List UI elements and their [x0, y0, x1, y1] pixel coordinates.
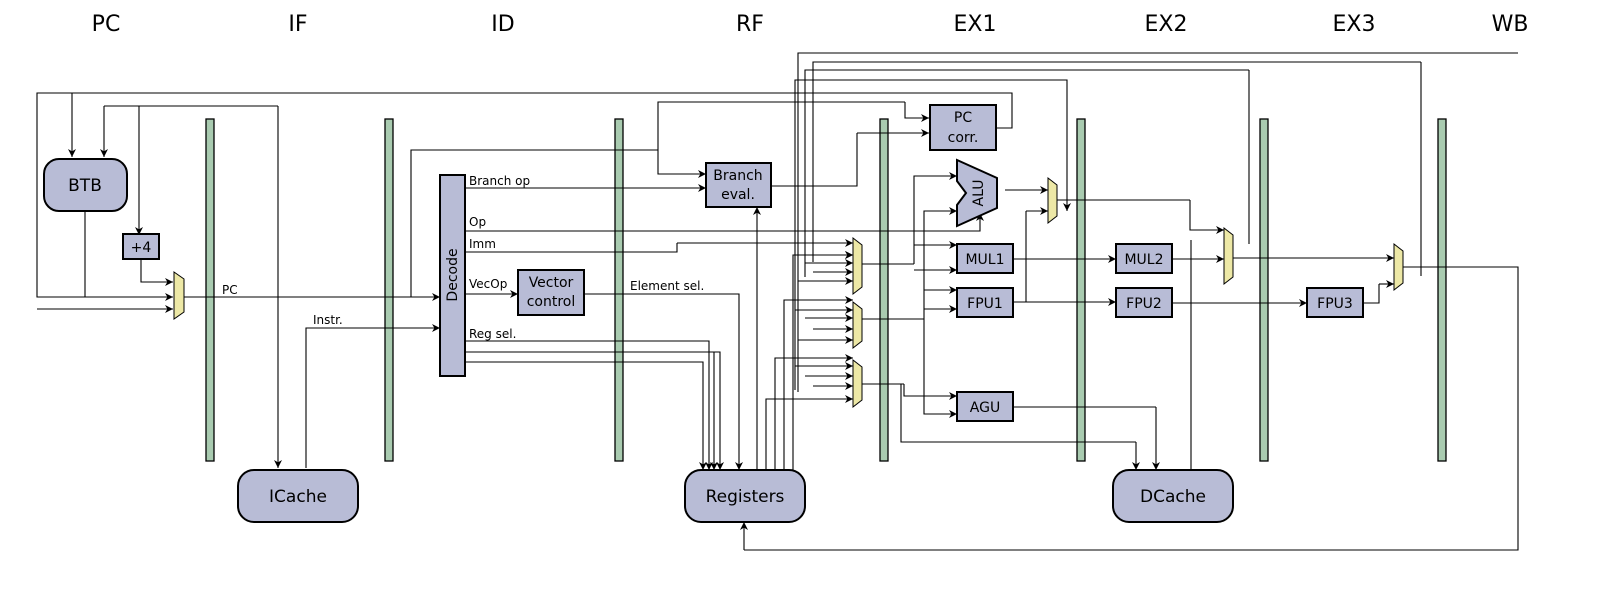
ex2-result-mux — [1223, 226, 1234, 286]
btb-block: BTB — [43, 158, 128, 212]
stage-label-ex2: EX2 — [1145, 12, 1188, 37]
icache-block: ICache — [237, 469, 359, 523]
operand-mux-3 — [852, 358, 863, 409]
dcache-block: DCache — [1112, 469, 1234, 523]
mul2-label: MUL2 — [1124, 252, 1163, 268]
mul1-label: MUL1 — [965, 252, 1004, 268]
fpu2-block: FPU2 — [1115, 287, 1173, 318]
plus4-block: +4 — [122, 233, 160, 260]
stage-label-ex1: EX1 — [954, 12, 997, 37]
stage-label-if: IF — [288, 12, 307, 37]
branch-eval-label-line2: eval. — [721, 187, 755, 203]
pipeline-latch-5 — [1076, 118, 1086, 462]
icache-label: ICache — [269, 487, 327, 507]
decode-label: Decode — [445, 248, 461, 301]
alu-label: ALU — [971, 180, 987, 207]
pipeline-latch-7 — [1437, 118, 1447, 462]
plus4-label: +4 — [131, 240, 152, 256]
fpu2-label: FPU2 — [1126, 296, 1162, 312]
pc-corr-label-line1: PC — [954, 110, 972, 126]
stage-label-rf: RF — [736, 12, 764, 37]
signal-label-imm: Imm — [469, 237, 496, 251]
pc-corr-block: PC corr. — [929, 104, 997, 151]
alu-block: ALU — [956, 158, 998, 228]
pipeline-latch-1 — [205, 118, 215, 462]
fpu1-block: FPU1 — [956, 287, 1014, 318]
pipeline-latch-2 — [384, 118, 394, 462]
btb-label: BTB — [68, 176, 102, 196]
stage-label-wb: WB — [1492, 12, 1529, 37]
registers-label: Registers — [706, 487, 785, 507]
operand-mux-2 — [852, 300, 863, 350]
pipeline-latch-6 — [1259, 118, 1269, 462]
signal-label-vecop: VecOp — [469, 277, 507, 291]
mul2-block: MUL2 — [1115, 243, 1173, 274]
vector-control-label-line1: Vector — [529, 275, 574, 291]
fpu1-label: FPU1 — [967, 296, 1003, 312]
fpu3-label: FPU3 — [1317, 296, 1353, 312]
signal-label-op: Op — [469, 215, 486, 229]
stage-label-pc: PC — [92, 12, 121, 37]
signal-label-branch-op: Branch op — [469, 174, 530, 188]
next-pc-mux — [173, 271, 185, 320]
vector-control-label-line2: control — [527, 294, 576, 310]
registers-block: Registers — [684, 469, 806, 523]
fpu3-block: FPU3 — [1306, 287, 1364, 318]
mul1-block: MUL1 — [956, 243, 1014, 274]
wires — [36, 52, 1519, 551]
wb-result-mux — [1393, 242, 1404, 292]
signal-label-pc: PC — [222, 283, 238, 297]
agu-block: AGU — [956, 391, 1014, 422]
decode-block: Decode — [439, 174, 466, 377]
pc-corr-label-line2: corr. — [948, 130, 979, 146]
pipeline-latch-3 — [614, 118, 624, 462]
agu-label: AGU — [970, 400, 1000, 416]
branch-eval-block: Branch eval. — [705, 162, 772, 208]
pipeline-latch-4 — [879, 118, 889, 462]
branch-eval-label-line1: Branch — [713, 168, 762, 184]
signal-label-element-sel: Element sel. — [630, 279, 704, 293]
operand-mux-1 — [852, 236, 863, 296]
vector-control-block: Vector control — [517, 269, 585, 316]
ex1-result-mux — [1047, 176, 1058, 225]
stage-label-ex3: EX3 — [1333, 12, 1376, 37]
signal-label-instr: Instr. — [313, 313, 343, 327]
signal-label-reg-sel: Reg sel. — [469, 327, 516, 341]
dcache-label: DCache — [1140, 487, 1206, 507]
stage-label-id: ID — [491, 12, 514, 37]
